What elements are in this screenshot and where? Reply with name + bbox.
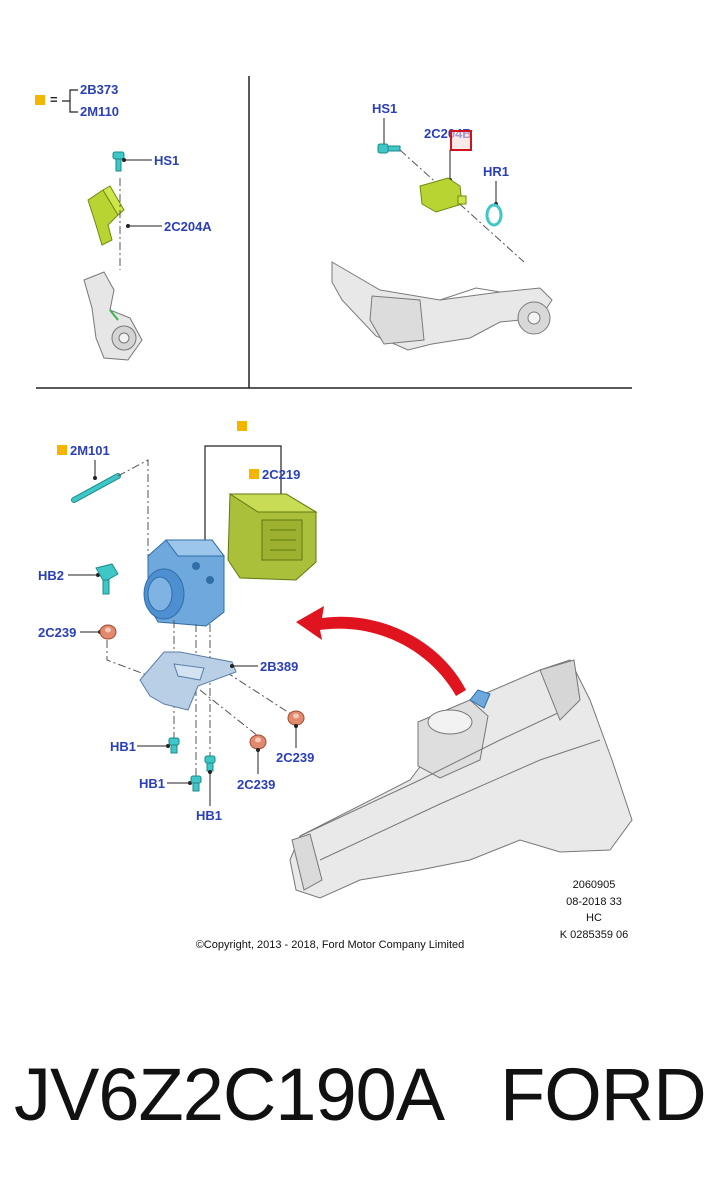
label-hb1-left: HB1 xyxy=(110,739,136,754)
legend-marker-icon xyxy=(35,95,45,105)
label-2c239-right: 2C239 xyxy=(276,750,314,765)
vehicle-frame-icon xyxy=(289,659,633,899)
abs-hydraulic-unit-icon xyxy=(143,539,225,627)
grommet-2c239-right-icon xyxy=(287,710,305,726)
label-2c219: 2C219 xyxy=(262,467,300,482)
bolt-hb1-bottom-icon xyxy=(204,755,216,772)
location-arrow-icon xyxy=(296,606,466,696)
bolt-hb1-middle-icon xyxy=(190,775,202,792)
rear-axle-icon xyxy=(331,261,553,351)
o-ring-hr1-icon xyxy=(485,203,503,227)
label-hb1-middle: HB1 xyxy=(139,776,165,791)
marker-2m101-icon xyxy=(57,445,67,455)
label-hb2: HB2 xyxy=(38,568,64,583)
steering-knuckle-icon xyxy=(83,271,143,361)
part-number: JV6Z2C190A xyxy=(14,1053,445,1136)
legend-2m110: 2M110 xyxy=(80,104,119,119)
brand-name: FORD xyxy=(500,1053,707,1136)
ref-line-3: HC xyxy=(586,912,602,924)
label-hs1-left: HS1 xyxy=(154,153,179,168)
wheel-speed-sensor-rear-icon xyxy=(419,177,467,213)
bolt-hb2-icon xyxy=(95,563,119,595)
label-hr1: HR1 xyxy=(483,164,509,179)
ref-line-2: 08-2018 33 xyxy=(566,896,622,908)
legend-equals: = xyxy=(50,92,58,107)
legend-bracket xyxy=(62,89,78,113)
label-hs1-right: HS1 xyxy=(372,101,397,116)
mounting-bracket-2b389-icon xyxy=(139,651,237,711)
label-2c204a: 2C204A xyxy=(164,219,212,234)
label-2b389: 2B389 xyxy=(260,659,298,674)
grommet-2c239-middle-icon xyxy=(249,734,267,750)
assembly-bracket-line xyxy=(204,445,282,550)
wheel-speed-sensor-front-icon xyxy=(87,185,125,246)
legend-2b373: 2B373 xyxy=(80,82,118,97)
label-2c239-middle: 2C239 xyxy=(237,777,275,792)
copyright: ©Copyright, 2013 - 2018, Ford Motor Comp… xyxy=(196,939,465,951)
bolt-hs1-right-icon xyxy=(377,143,401,154)
bolt-hb1-left-icon xyxy=(168,737,180,754)
bolt-hs1-left-icon xyxy=(112,151,125,172)
label-2c239-left: 2C239 xyxy=(38,625,76,640)
label-2m101: 2M101 xyxy=(70,443,110,458)
marker-abs-assembly-icon xyxy=(237,421,247,431)
highlight-box xyxy=(450,130,472,151)
ref-line-4: K 0285359 06 xyxy=(560,929,629,941)
ref-line-1: 2060905 xyxy=(573,879,616,891)
bracket-bolt-2m101-icon xyxy=(71,473,121,503)
grommet-2c239-left-icon xyxy=(99,624,117,640)
control-module-2c219-icon xyxy=(227,493,318,581)
label-hb1-bottom: HB1 xyxy=(196,808,222,823)
marker-2c219-icon xyxy=(249,469,259,479)
